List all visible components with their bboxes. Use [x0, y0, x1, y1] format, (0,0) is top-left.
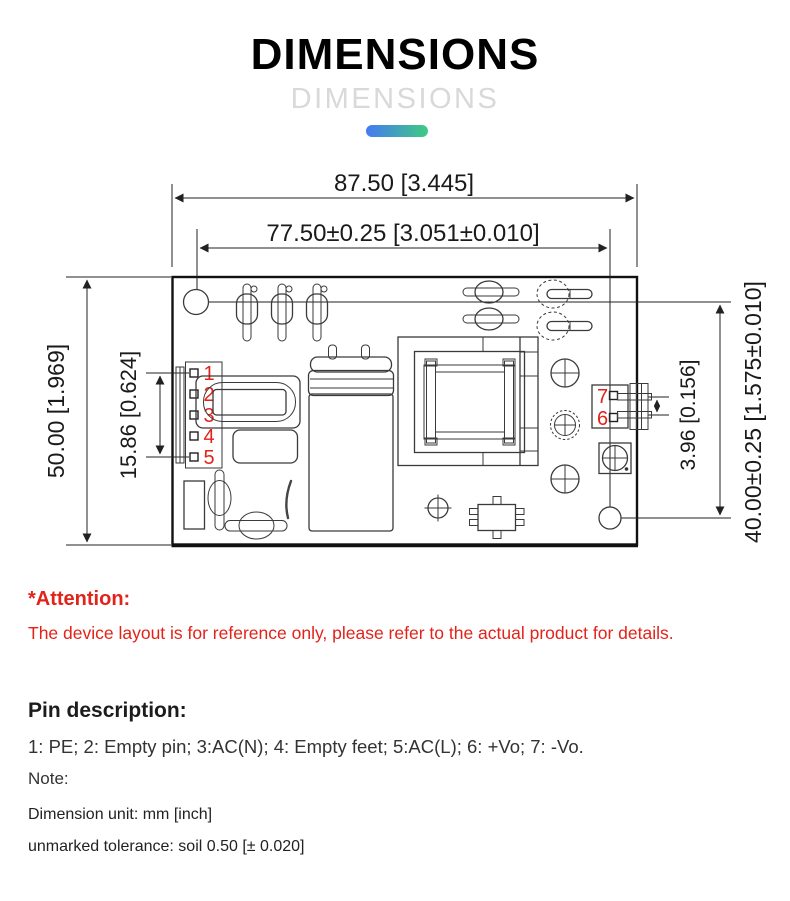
relay-component	[195, 375, 301, 429]
dimension-overall-width: 87.50 [3.445]	[171, 170, 638, 267]
accent-divider	[366, 125, 428, 137]
note-unit-line: Dimension unit: mm [inch]	[28, 806, 213, 823]
bottom-left-components	[183, 469, 293, 540]
pin-label-1: 1	[204, 363, 215, 385]
attention-body: The device layout is for reference only,…	[28, 623, 674, 643]
pin-description-title: Pin description:	[28, 699, 187, 722]
rect-component	[232, 429, 299, 464]
mounting-holes	[182, 288, 622, 530]
sleeved-components-right	[536, 279, 593, 341]
dim-label-left-pin-span: 15.86 [0.624]	[116, 351, 141, 479]
note-tolerance-line: unmarked tolerance: soil 0.50 [± 0.020]	[28, 838, 305, 855]
dim-label-overall-width: 87.50 [3.445]	[334, 170, 474, 197]
pcb-outline	[171, 275, 639, 548]
electrolytic-capacitor	[307, 344, 395, 532]
dimension-left-pin-span: 15.86 [0.624]	[116, 351, 189, 479]
pin-label-2: 2	[204, 384, 215, 406]
test-point	[424, 494, 452, 522]
note-label: Note:	[28, 769, 69, 788]
page-title: DIMENSIONS	[250, 30, 540, 79]
axial-components-center	[462, 280, 520, 331]
input-filter-components	[235, 283, 329, 342]
attention-title: *Attention:	[28, 588, 131, 610]
pin-label-6: 6	[597, 408, 608, 430]
pin-label-7: 7	[597, 386, 608, 408]
dim-label-hole-width: 77.50±0.25 [3.051±0.010]	[266, 220, 539, 247]
small-ic	[469, 496, 525, 539]
dimension-overall-height: 50.00 [1.969]	[43, 276, 171, 546]
pcb-dimension-drawing: 87.50 [3.445] 77.50±0.25 [3.051±0.010] 5…	[43, 170, 766, 548]
potentiometer	[598, 442, 632, 475]
wire-jumper	[285, 479, 293, 520]
screw-heads	[550, 358, 580, 494]
output-connector: 7 6	[591, 383, 652, 430]
dim-label-hole-height: 40.00±0.25 [1.575±0.010]	[740, 281, 766, 543]
pin-label-4: 4	[204, 426, 215, 448]
page-subtitle: DIMENSIONS	[290, 83, 500, 115]
dimension-hole-width: 77.50±0.25 [3.051±0.010]	[196, 220, 611, 507]
dim-label-right-pin-pitch: 3.96 [0.156]	[677, 360, 700, 471]
pin-label-5: 5	[204, 447, 215, 469]
transformer	[397, 336, 539, 467]
dimension-right-pin-pitch: 3.96 [0.156]	[648, 360, 700, 471]
dimension-hole-height: 40.00±0.25 [1.575±0.010]	[208, 281, 766, 543]
pin-description-body: 1: PE; 2: Empty pin; 3:AC(N); 4: Empty f…	[28, 736, 584, 757]
dim-label-overall-height: 50.00 [1.969]	[43, 344, 69, 478]
